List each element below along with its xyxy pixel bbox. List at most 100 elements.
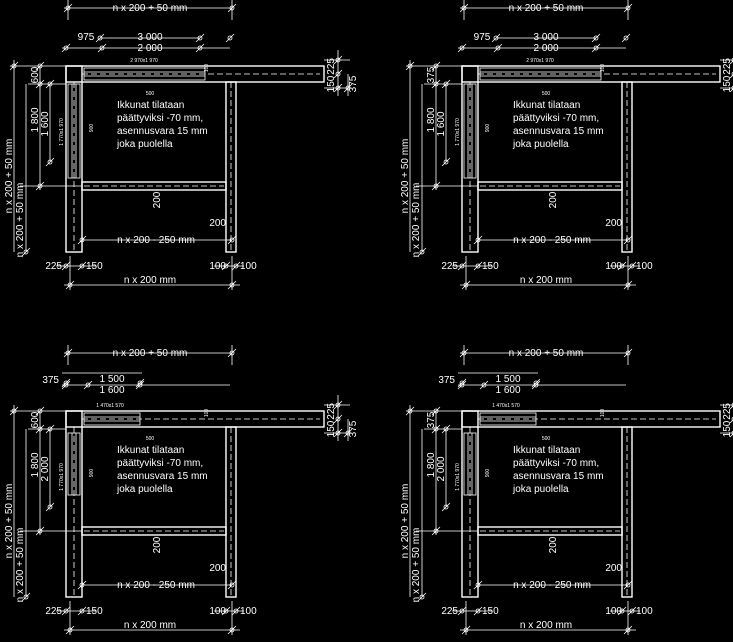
dim-node xyxy=(731,402,733,408)
label-100: 100 xyxy=(204,409,210,418)
dim-tick xyxy=(623,348,633,358)
left-overall-dimension: n x 200 + 50 mm xyxy=(4,139,15,214)
top-dimension-375: 375 xyxy=(42,375,59,386)
left-dimension-window: 2 000 xyxy=(40,456,51,481)
top-dimension-1500: 1 500 xyxy=(99,374,124,385)
note-line-1: Ikkunat tilataan xyxy=(117,445,184,456)
top-window xyxy=(479,412,537,426)
dim-tick xyxy=(77,261,87,271)
label-900: 900 xyxy=(485,469,491,478)
dim-tick xyxy=(45,424,55,434)
dim-tick xyxy=(45,79,55,89)
dim-node xyxy=(37,183,43,189)
bottom-dimension-150: 150 xyxy=(86,261,103,272)
dim-node xyxy=(37,408,43,414)
dim-tick xyxy=(441,424,451,434)
left-dimension-window: 1 600 xyxy=(436,111,447,136)
dim-tick xyxy=(61,378,71,388)
side-window-size: 1 770x1 970 xyxy=(455,118,461,146)
dim-node xyxy=(625,627,631,633)
dim-node xyxy=(731,416,733,422)
dim-node xyxy=(731,85,733,91)
dim-tick xyxy=(195,43,205,53)
top-window-size: 1 470x1 570 xyxy=(492,403,520,409)
side-window-size: 1 770x1 970 xyxy=(59,463,65,491)
label-200-vertical: 200 xyxy=(548,536,559,553)
dim-tick xyxy=(627,261,637,271)
dim-tick xyxy=(441,502,451,512)
dim-node xyxy=(443,159,449,165)
dim-tick xyxy=(459,3,469,13)
dim-node xyxy=(407,63,413,69)
label-200: 200 xyxy=(605,218,622,229)
dim-tick xyxy=(623,580,633,590)
dim-node xyxy=(233,608,239,614)
top-window-size: 2 970x1 970 xyxy=(130,58,158,64)
left-wall xyxy=(65,65,83,253)
left-dimension-1800: 1 800 xyxy=(30,107,41,132)
bottom-dimension-225: 225 xyxy=(441,606,458,617)
dim-tick xyxy=(461,280,471,290)
dim-tick xyxy=(45,157,55,167)
label-200: 200 xyxy=(605,563,622,574)
left-dimension-top: 375 xyxy=(426,66,437,83)
bottom-inner-dimension: n x 200 - 250 mm xyxy=(513,235,591,246)
top-dimension-3000: 3 000 xyxy=(137,32,162,43)
dim-node xyxy=(625,350,631,356)
left-room-dimension: n x 200 + 50 mm xyxy=(411,528,422,603)
left-dimension-1800: 1 800 xyxy=(30,452,41,477)
dim-node xyxy=(79,608,85,614)
dim-tick xyxy=(431,79,441,89)
dim-tick xyxy=(473,606,483,616)
label-200-vertical: 200 xyxy=(152,536,163,553)
dim-node xyxy=(97,35,103,41)
right-dimension-150: 150 xyxy=(722,420,733,437)
dim-tick xyxy=(227,625,237,635)
dim-tick xyxy=(231,261,241,271)
side-window xyxy=(463,432,477,496)
dim-tick xyxy=(333,414,343,424)
note-line-4: joka puolella xyxy=(116,484,173,495)
dim-node xyxy=(475,263,481,269)
dim-tick xyxy=(195,33,205,43)
dim-tick xyxy=(493,43,503,53)
dim-node xyxy=(229,627,235,633)
dim-tick xyxy=(95,33,105,43)
dim-tick xyxy=(441,157,451,167)
dim-tick xyxy=(333,400,343,410)
dim-node xyxy=(137,380,143,386)
bottom-dimension-100-left: 100 xyxy=(209,606,226,617)
dim-tick xyxy=(97,43,107,53)
dim-tick xyxy=(65,625,75,635)
top-dimension-1500: 1 500 xyxy=(495,374,520,385)
label-500: 500 xyxy=(146,91,155,97)
dim-tick xyxy=(9,61,19,71)
dim-node xyxy=(459,380,465,386)
dim-tick xyxy=(617,606,627,616)
left-wall xyxy=(65,410,83,598)
note-line-2: päättyviksi -70 mm, xyxy=(117,113,203,124)
dim-node xyxy=(459,45,465,51)
dim-tick xyxy=(457,606,467,616)
dim-tick xyxy=(225,33,235,43)
dim-tick xyxy=(21,592,31,602)
left-room-dimension: n x 200 + 50 mm xyxy=(15,528,26,603)
dim-node xyxy=(731,430,733,436)
dim-node xyxy=(433,528,439,534)
label-100: 100 xyxy=(204,64,210,73)
top-overall-dimension: n x 200 + 50 mm xyxy=(113,3,188,14)
dim-tick xyxy=(431,181,441,191)
note-line-1: Ikkunat tilataan xyxy=(513,445,580,456)
note-line-4: joka puolella xyxy=(512,139,569,150)
dim-node xyxy=(63,380,69,386)
dim-node xyxy=(335,57,341,63)
dim-node xyxy=(475,237,481,243)
dim-tick xyxy=(227,235,237,245)
label-900: 900 xyxy=(89,124,95,133)
bottom-dimension-100-left: 100 xyxy=(209,261,226,272)
side-window xyxy=(67,83,81,179)
label-500: 500 xyxy=(146,436,155,442)
